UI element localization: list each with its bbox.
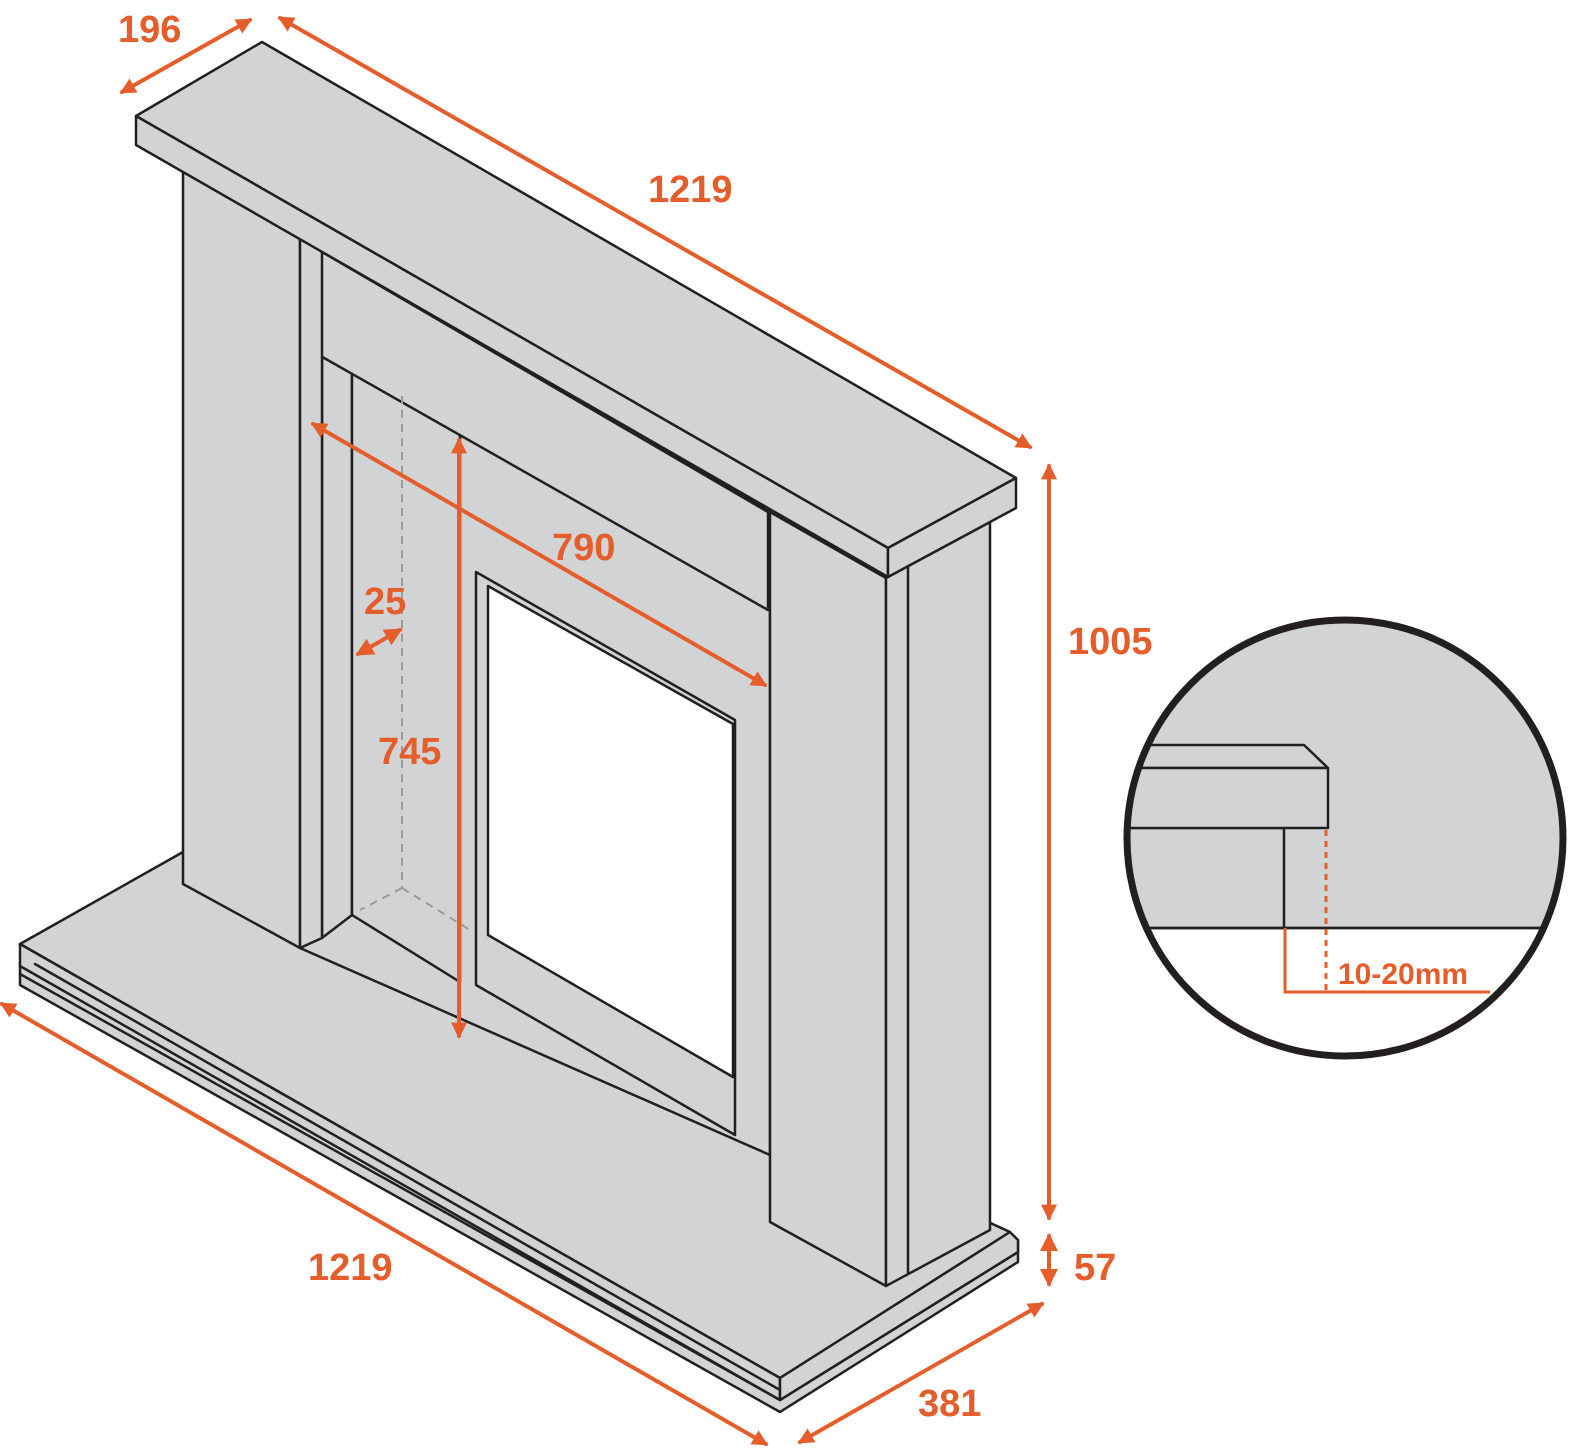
top-width-arrow [277, 16, 1033, 449]
detail-gap-bracket [1283, 928, 1490, 994]
detail-leg [1127, 826, 1286, 930]
hidden-edge-bottom [359, 887, 403, 911]
right-leg-front [768, 510, 888, 1288]
opening-height-label: 745 [378, 731, 441, 773]
dimension-lines [0, 16, 1058, 1446]
total-height-label: 1005 [1068, 621, 1153, 663]
detail-gap-label: 10-20mm [1338, 958, 1468, 991]
opening-width-arrow [310, 422, 768, 687]
hearth-width-label: 1219 [308, 1247, 393, 1289]
detail-shelf-top [1127, 743, 1330, 770]
hearth-width-arrow [0, 1002, 769, 1446]
top-depth-label: 196 [118, 9, 181, 51]
dimension-labels: 196 1219 790 25 745 1005 57 1219 381 [118, 9, 1153, 1425]
hearth-height-label: 57 [1074, 1247, 1116, 1289]
detail-circle-border [1123, 616, 1567, 1060]
right-leg-side [884, 520, 992, 1288]
mantel-side [886, 476, 1018, 579]
left-leg-return [298, 234, 324, 950]
top-width-label: 1219 [648, 169, 733, 211]
inset-depth-label: 25 [364, 581, 406, 623]
right-leg [768, 510, 992, 1288]
detail-shelf-front [1127, 766, 1330, 830]
left-leg-front [181, 168, 302, 950]
left-leg [181, 168, 324, 950]
opening-width-label: 790 [552, 527, 615, 569]
hearth-depth-arrow [797, 1302, 1045, 1444]
inset-depth-arrow [355, 628, 403, 656]
hearth-depth-label: 381 [918, 1383, 981, 1425]
top-depth-arrow [119, 18, 253, 94]
detail-magnifier: 10-20mm [1123, 616, 1567, 1060]
